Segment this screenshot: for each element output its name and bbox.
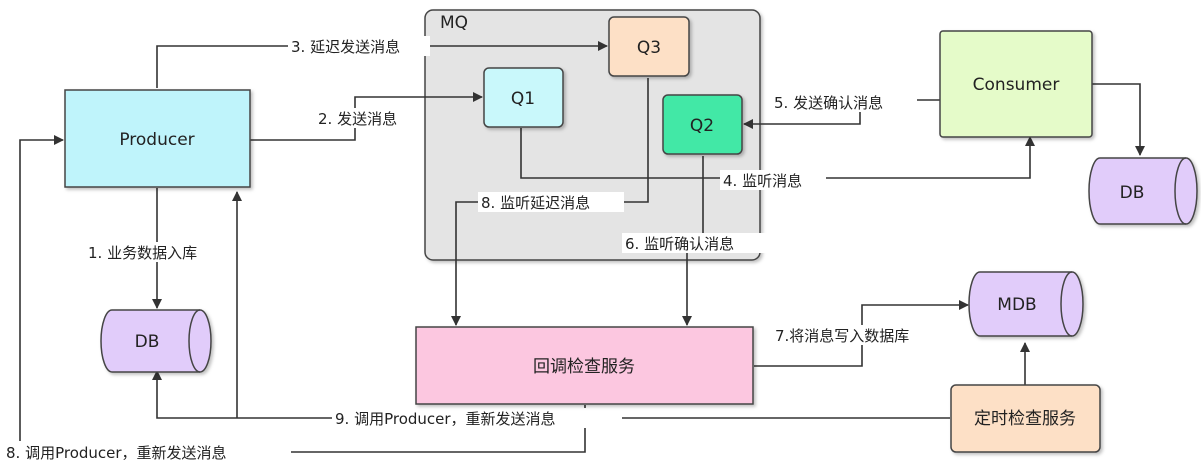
q2-node: Q2 bbox=[662, 94, 743, 155]
edge-labels: 3. 延迟发送消息 2. 发送消息 5. 发送确认消息 4. 监听消息 8. 监… bbox=[3, 36, 949, 462]
consumer-db-node: DB bbox=[1088, 157, 1198, 225]
q3-label: Q3 bbox=[637, 38, 661, 58]
label-send-confirm: 5. 发送确认消息 bbox=[774, 94, 883, 112]
callback-service-node: 回调检查服务 bbox=[415, 326, 754, 405]
consumer-label: Consumer bbox=[973, 75, 1060, 95]
timer-service-node: 定时检查服务 bbox=[950, 384, 1101, 453]
edge-consumer-db bbox=[1092, 83, 1145, 156]
label-business-data: 1. 业务数据入库 bbox=[88, 244, 197, 262]
edge-delay-send bbox=[156, 41, 608, 88]
mq-label: MQ bbox=[440, 13, 468, 33]
timer-service-label: 定时检查服务 bbox=[974, 409, 1076, 429]
producer-node: Producer bbox=[64, 89, 251, 188]
label-listen-confirm: 6. 监听确认消息 bbox=[625, 235, 734, 253]
label-send-message: 2. 发送消息 bbox=[318, 110, 397, 128]
q1-node: Q1 bbox=[483, 67, 564, 128]
consumer-node: Consumer bbox=[939, 30, 1093, 138]
mdb-node: MDB bbox=[968, 271, 1084, 337]
q3-node: Q3 bbox=[608, 16, 690, 77]
producer-db-node: DB bbox=[100, 309, 212, 373]
consumer-db-label: DB bbox=[1120, 183, 1145, 203]
edge-recall-producer-9 bbox=[152, 370, 950, 419]
label-listen-delay: 8. 监听延迟消息 bbox=[481, 194, 590, 212]
mdb-label: MDB bbox=[997, 295, 1036, 315]
label-recall-producer-8: 8. 调用Producer，重新发送消息 bbox=[6, 444, 227, 462]
producer-label: Producer bbox=[119, 130, 194, 150]
label-recall-producer-9: 9. 调用Producer，重新发送消息 bbox=[335, 410, 556, 428]
q1-label: Q1 bbox=[511, 89, 535, 109]
label-listen-message: 4. 监听消息 bbox=[723, 172, 802, 190]
label-write-db: 7.将消息写入数据库 bbox=[775, 327, 909, 345]
label-delay-send: 3. 延迟发送消息 bbox=[291, 38, 400, 56]
producer-db-label: DB bbox=[135, 332, 160, 352]
q2-label: Q2 bbox=[690, 116, 714, 136]
callback-service-label: 回调检查服务 bbox=[533, 357, 635, 377]
